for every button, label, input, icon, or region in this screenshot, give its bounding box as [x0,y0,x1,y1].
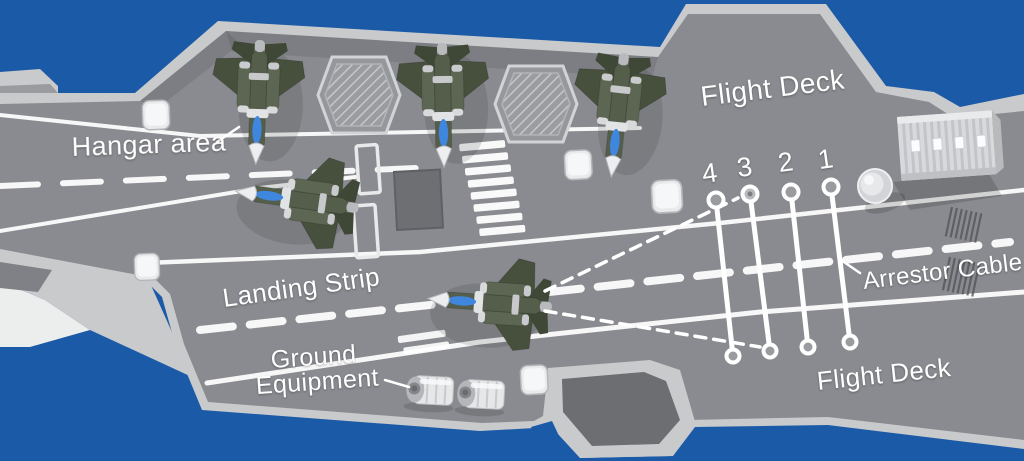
arrestor-cables [706,177,859,365]
fuel-barrel-2 [453,377,507,419]
ground-equipment-label: Ground Equipment [255,340,380,400]
topleft-edge-shadow [140,31,240,108]
deck-spot-outline-2 [351,202,381,260]
hangar-pointer-line [215,125,241,144]
stern-notch-water [531,421,568,455]
hangar-boundary-line [0,113,642,139]
cable-number-2: 2 [776,146,795,178]
bow-section [0,256,192,377]
deck-box-3 [650,178,684,215]
cable-number-3: 3 [735,151,754,183]
deck-ladder-stripes [459,140,526,236]
deck-spot-outline-1 [354,142,382,196]
landing-strip-lower-line [204,289,1024,386]
short-runup-marks [397,329,450,355]
arrestor-cable-1 [821,177,859,351]
fuel-barrel-1 [402,373,456,415]
svg-text:Ground: Ground [270,340,358,374]
arrestor-cable-3 [740,184,779,360]
arrestor-cable-4 [706,190,742,365]
bow-wedge-top-shade [0,84,58,93]
island-structure [897,110,1004,181]
arrestor-cable-2 [781,182,817,356]
label-pointers [215,125,862,389]
deck-vent-1 [944,206,983,243]
bow-highlight [0,281,90,347]
stern-notch-floor [562,372,680,446]
elevator-pad-1 [316,55,402,135]
deck-marking-lines [0,113,1024,386]
landing-dashed-centerline [196,238,1014,334]
radar-dome [857,168,906,214]
deck-box-2 [563,148,594,181]
arrestor-cable-pointer-line [839,258,862,275]
island-windows [910,134,987,153]
deck-dark-pad [392,168,445,231]
upper-dashed-centerline [0,164,443,189]
elevator-pad-2 [493,64,579,144]
ground-equipment-pointer-line [383,378,411,389]
island-shadow [893,172,1002,210]
deck-box-1 [141,99,171,131]
bow-shade [0,262,52,292]
deck-box-5 [519,363,550,396]
deck-box-4 [133,252,161,282]
cable-number-1: 1 [816,143,835,175]
deck-vent-2 [941,256,981,297]
landing-strip-upper-line [142,187,1024,266]
hangar-area-label: Hangar area [71,127,227,162]
cable-number-4: 4 [700,157,719,189]
cable-numbers: 4 3 2 1 [700,143,835,189]
tailhook-guide-lines [543,196,762,349]
